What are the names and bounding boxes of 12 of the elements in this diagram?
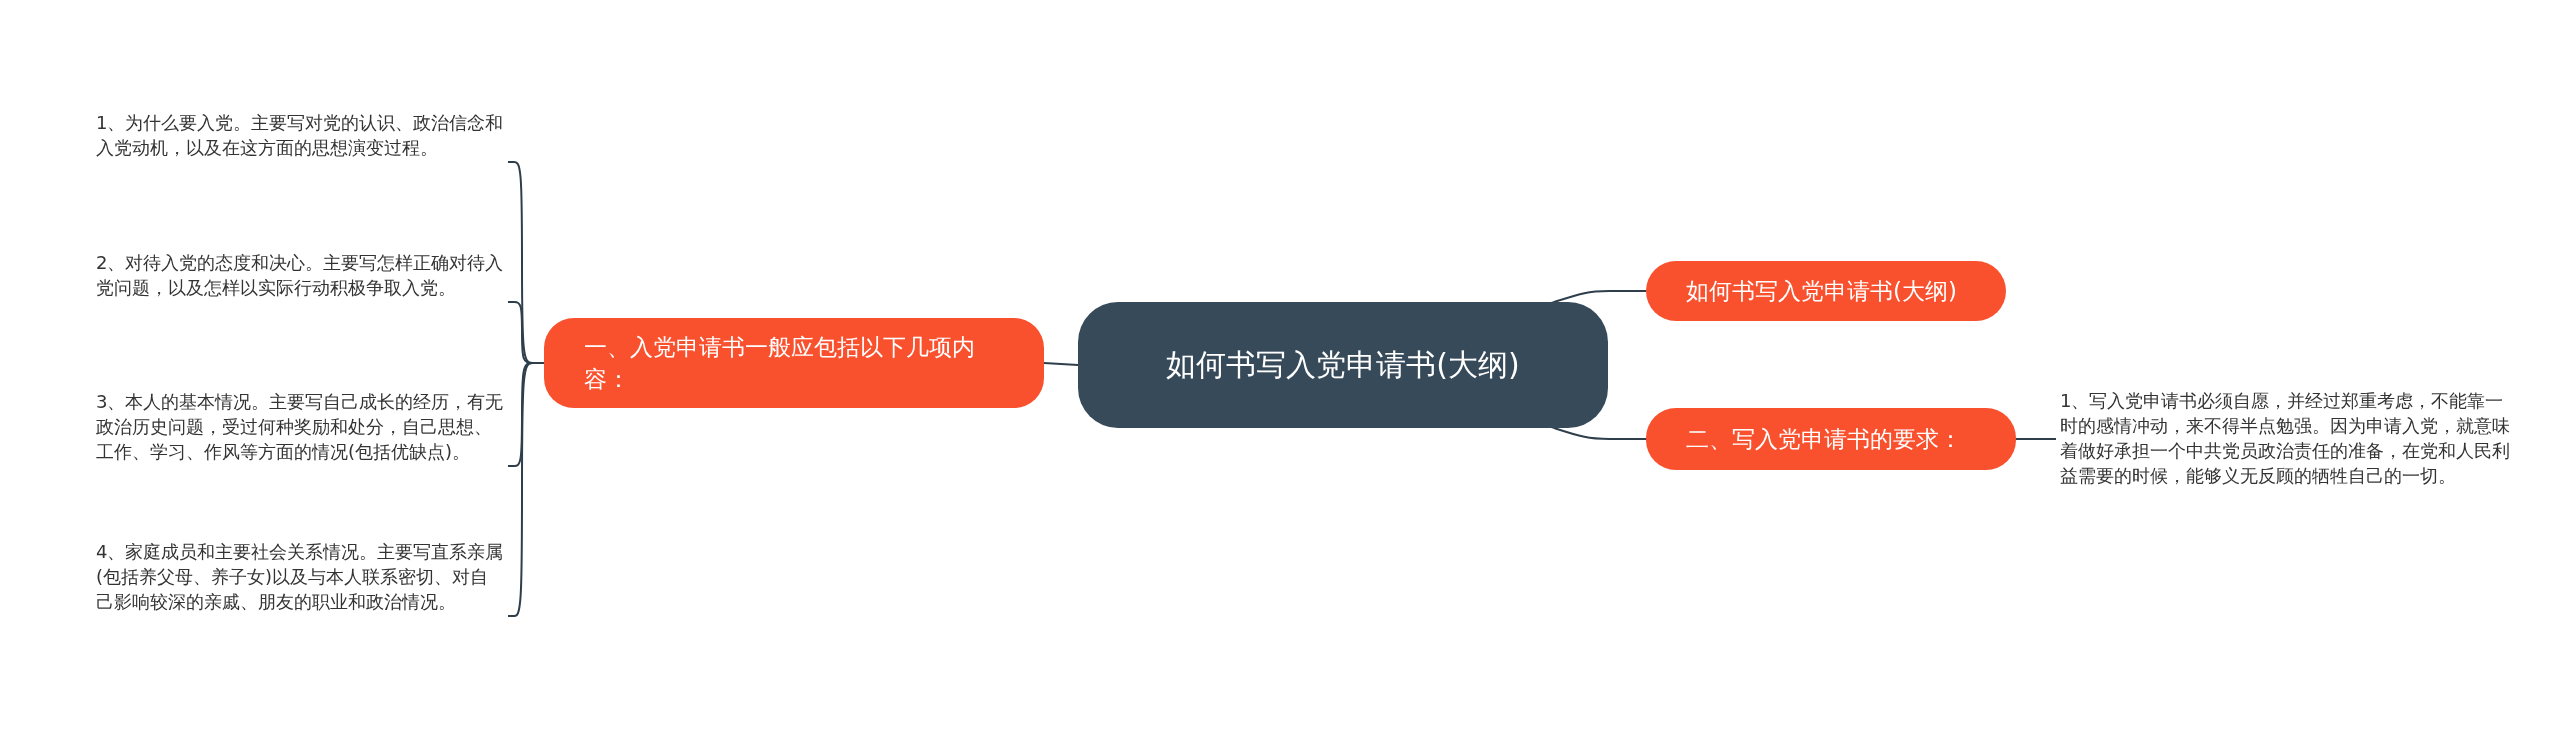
topic-box: 如何书写入党申请书(大纲) [1646, 261, 2006, 321]
subtopic-text: 1、写入党申请书必须自愿，并经过郑重考虑，不能靠一时的感情冲动，来不得半点勉强。因为申请入党，就意味着做好承担一个中共党员政治责任的准备，在党和人民利益需要的时候，能够义无反顾的牺牲自己的一切。 [2060, 368, 2520, 508]
topic-box: 一、入党申请书一般应包括以下几项内容： [544, 318, 1044, 408]
connector-line [507, 362, 545, 617]
topic-box: 二、写入党申请书的要求： [1646, 408, 2016, 470]
central-topic: 如何书写入党申请书(大纲) [1078, 302, 1608, 428]
subtopic-text: 2、对待入党的态度和决心。主要写怎样正确对待入党问题，以及怎样以实际行动积极争取入党。 [96, 234, 506, 316]
connector-line [2015, 438, 2057, 440]
subtopic-text: 1、为什么要入党。主要写对党的认识、政治信念和入党动机，以及在这方面的思想演变过程。 [96, 94, 506, 176]
subtopic-text: 3、本人的基本情况。主要写自己成长的经历，有无政治历史问题，受过何种奖励和处分，自己思想、工作、学习、作风等方面的情况(包括优缺点)。 [96, 372, 506, 480]
connector-line [1043, 362, 1079, 366]
subtopic-text: 4、家庭成员和主要社会关系情况。主要写直系亲属(包括养父母、养子女)以及与本人联系密切、对自己影响较深的亲戚、朋友的职业和政治情况。 [96, 522, 506, 630]
